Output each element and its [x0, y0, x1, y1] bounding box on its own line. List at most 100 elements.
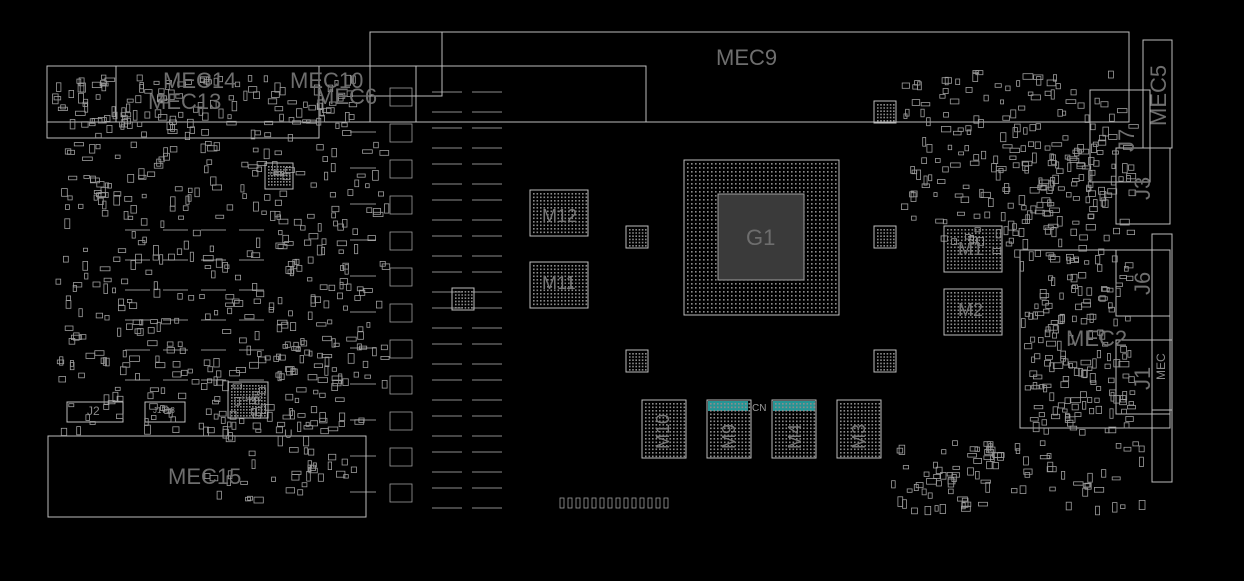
component-pad	[287, 134, 294, 142]
component-pad	[1033, 74, 1044, 80]
mem-m4-outline	[771, 399, 817, 459]
component-pad	[1108, 70, 1114, 79]
mem-m10	[641, 399, 687, 459]
component-pad	[277, 421, 286, 427]
component-pad	[187, 194, 192, 202]
component-pad	[1067, 162, 1072, 172]
component-pad	[319, 392, 326, 398]
component-pad	[943, 112, 949, 118]
connector-pad	[607, 497, 613, 509]
component-pad	[240, 184, 245, 193]
component-pad	[1071, 403, 1079, 411]
component-pad	[97, 117, 107, 124]
component-pad	[257, 351, 262, 357]
component-pad	[973, 154, 980, 161]
component-pad	[303, 239, 312, 246]
component-pad	[348, 114, 355, 120]
component-pad	[1112, 150, 1119, 155]
component-pad	[1043, 385, 1048, 393]
component-pad	[338, 420, 345, 427]
component-pad	[293, 218, 302, 226]
component-pad	[73, 282, 83, 288]
component-pad	[1085, 224, 1096, 231]
component-pad	[276, 324, 283, 333]
component-pad	[335, 397, 345, 402]
component-pad	[65, 204, 70, 210]
component-pad	[1057, 340, 1062, 351]
component-pad	[1021, 219, 1028, 224]
component-pad	[192, 106, 199, 113]
component-pad	[1128, 164, 1135, 171]
component-pad	[1002, 187, 1011, 192]
component-pad	[1024, 311, 1031, 317]
component-pad	[167, 89, 175, 101]
component-pad	[1059, 313, 1065, 324]
component-pad	[1094, 486, 1105, 493]
component-pad	[978, 501, 988, 507]
component-pad	[227, 114, 232, 120]
component-pad	[227, 307, 233, 315]
component-pad	[212, 399, 219, 405]
component-pad	[957, 127, 964, 132]
component-pad	[1068, 334, 1074, 345]
component-pad	[317, 473, 324, 482]
chip-cn-label: CN	[752, 403, 767, 414]
small-chip-2-outline	[625, 349, 649, 373]
component-pad	[246, 250, 254, 258]
component-pad	[342, 378, 349, 386]
component-pad	[1082, 401, 1087, 410]
component-pad	[285, 487, 296, 494]
component-pad	[367, 235, 376, 241]
component-pad	[1087, 366, 1093, 371]
component-pad	[1085, 196, 1090, 204]
component-pad	[156, 321, 161, 332]
component-pad	[1041, 299, 1049, 306]
component-pad	[1046, 453, 1052, 459]
component-pad	[944, 76, 949, 86]
component-pad	[71, 334, 82, 340]
component-pad	[992, 462, 999, 470]
component-pad	[1113, 227, 1120, 235]
component-pad	[1078, 174, 1085, 181]
component-pad	[1004, 183, 1010, 194]
component-pad	[957, 211, 965, 216]
component-pad	[328, 101, 337, 106]
component-pad	[213, 77, 219, 86]
inductor	[389, 375, 413, 395]
chip-u4052	[227, 381, 269, 419]
component-pad	[1014, 123, 1021, 133]
component-pad	[1007, 220, 1015, 231]
component-pad	[941, 126, 952, 133]
component-pad	[966, 129, 972, 135]
component-pad	[216, 370, 222, 378]
component-pad	[1081, 369, 1088, 378]
component-pad	[1064, 154, 1071, 160]
component-pad	[362, 360, 369, 368]
component-pad	[147, 171, 156, 177]
component-pad	[1032, 152, 1037, 164]
inductor	[389, 339, 413, 359]
component-pad	[113, 194, 121, 206]
component-pad	[256, 166, 262, 172]
small-chip-3-outline	[873, 349, 897, 373]
component-pad	[252, 282, 258, 291]
component-pad	[1022, 73, 1034, 80]
component-pad	[1039, 179, 1050, 185]
component-pad	[251, 459, 256, 469]
component-pad	[1044, 145, 1051, 151]
small-chip-0-outline	[625, 225, 649, 249]
component-pad	[1021, 205, 1027, 211]
component-pad	[1089, 169, 1096, 176]
gpu-g1-outline	[683, 159, 840, 316]
component-pad	[56, 359, 65, 365]
component-pad	[207, 145, 218, 152]
component-pad	[1050, 89, 1055, 100]
component-pad	[1109, 113, 1115, 122]
component-pad	[1056, 168, 1064, 174]
component-pad	[331, 205, 340, 213]
component-pad	[339, 278, 348, 285]
component-pad	[1038, 336, 1044, 344]
component-pad	[336, 292, 343, 300]
component-pad	[1102, 199, 1109, 208]
component-pad	[1047, 324, 1058, 331]
